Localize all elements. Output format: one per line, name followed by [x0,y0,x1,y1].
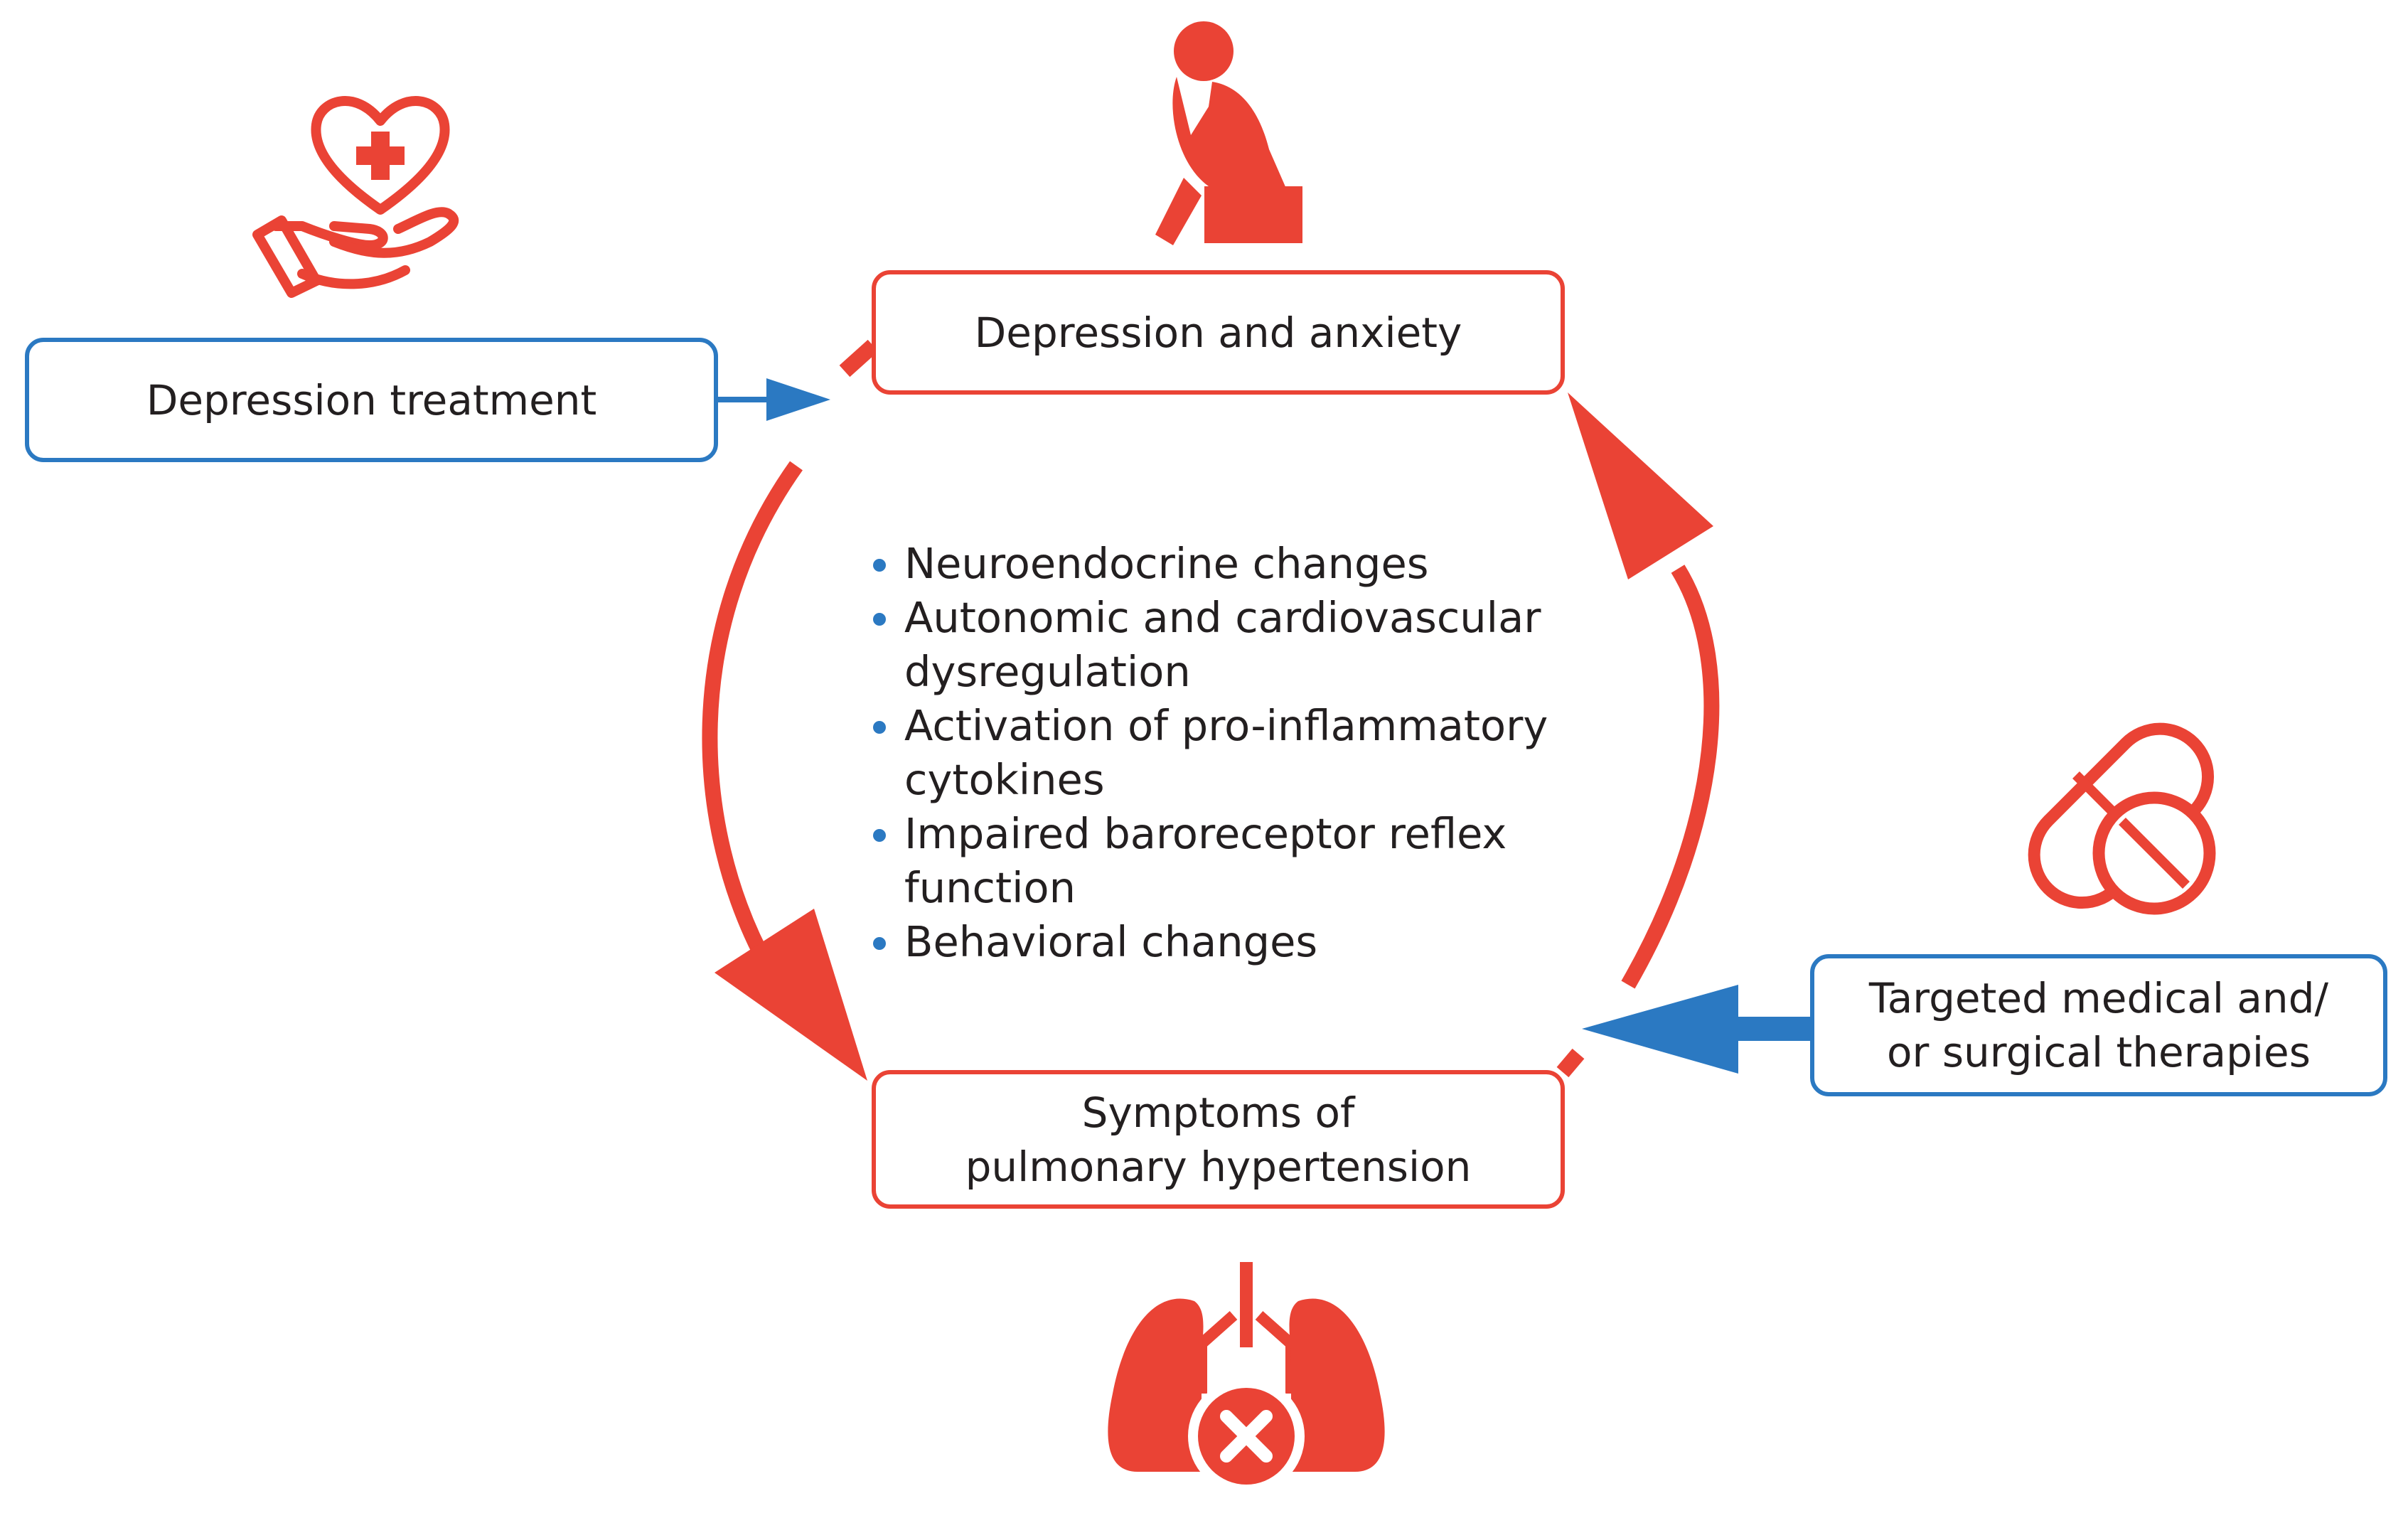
symptoms-ph-line2: pulmonary hypertension [965,1142,1472,1191]
pills-icon [2028,722,2216,915]
lungs-x-icon [1108,1262,1385,1495]
depression-anxiety-label: Depression and anxiety [974,308,1462,357]
cycle-arrowhead-up [1568,392,1713,579]
thinking-person-icon [1155,21,1302,245]
targeted-therapies-box: Targeted medical and/ or surgical therap… [1810,954,2387,1096]
mechanisms-list: Neuroendocrine changes Autonomic and car… [869,537,1679,969]
heart-hand-icon [252,96,459,298]
cycle-arc-right-main [1621,565,1720,989]
therapy-arrowhead [1582,985,1738,1074]
cycle-arc-left [839,339,879,378]
cycle-arc-right-stub [1556,1048,1585,1078]
symptoms-ph-box: Symptoms of pulmonary hypertension [872,1070,1565,1209]
depression-treatment-box: Depression treatment [25,338,718,462]
cycle-arrowhead-down [715,909,867,1081]
targeted-therapies-line1: Targeted medical and/ [1868,974,2329,1022]
medical-cross-icon [356,132,405,180]
targeted-therapies-text: Targeted medical and/ or surgical therap… [1869,971,2328,1079]
targeted-therapies-line2: or surgical therapies [1887,1028,2311,1076]
depression-anxiety-box: Depression and anxiety [872,270,1565,395]
mechanism-item: Behavioral changes [869,915,1679,969]
mechanism-item: Impaired baroreceptor reflex function [869,807,1679,915]
treatment-arrowhead [766,378,830,421]
depression-treatment-label: Depression treatment [146,375,597,424]
therapy-arrow-shaft [1735,1017,1812,1041]
symptoms-ph-line1: Symptoms of [1081,1088,1355,1137]
cycle-arc-left-main [702,461,803,971]
mechanism-item: Autonomic and cardiovascular dysregulati… [869,591,1679,699]
mechanism-item: Neuroendocrine changes [869,537,1679,591]
mechanism-item: Activation of pro-inflammatory cytokines [869,699,1679,807]
symptoms-ph-text: Symptoms of pulmonary hypertension [965,1086,1472,1194]
